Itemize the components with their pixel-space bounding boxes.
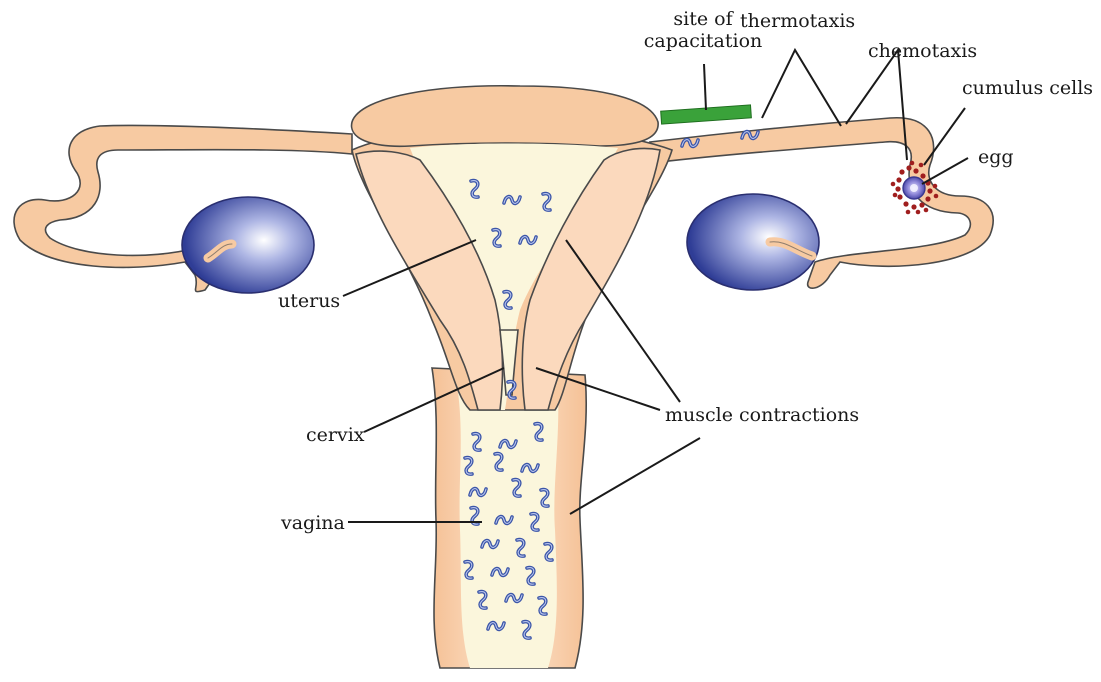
label-vagina: vagina [281, 512, 345, 534]
right-ovary [687, 194, 819, 290]
label-cervix: cervix [306, 424, 365, 446]
left-ovary [182, 197, 314, 293]
label-egg: egg [978, 146, 1014, 168]
label-uterus: uterus [278, 290, 340, 312]
label-cumulus-cells: cumulus cells [962, 77, 1093, 99]
label-muscle-contractions: muscle contractions [665, 404, 859, 426]
label-chemotaxis: chemotaxis [868, 40, 977, 62]
uterus-fundus [352, 86, 659, 146]
label-capacitation-line2: capacitation [640, 30, 766, 52]
label-thermotaxis: thermotaxis [740, 10, 855, 32]
